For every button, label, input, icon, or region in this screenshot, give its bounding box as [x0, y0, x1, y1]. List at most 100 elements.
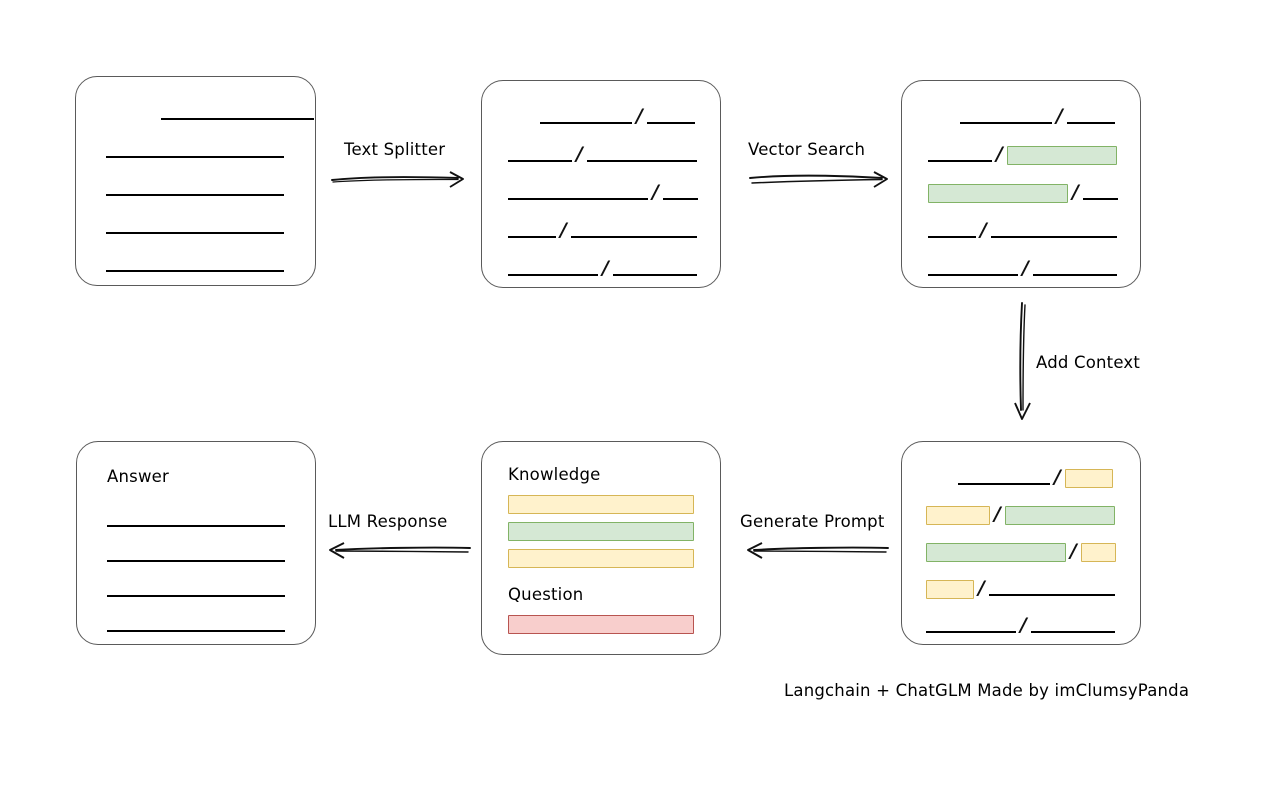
document-row: / [928, 180, 1118, 203]
chunk-separator-slash: / [1022, 256, 1029, 279]
arrow-vector-search: Vector Search [748, 140, 893, 190]
card-answer[interactable]: Answer [76, 441, 316, 645]
text-line-segment [508, 274, 598, 276]
text-line-segment [960, 122, 1052, 124]
arrow-llm-response-label: LLM Response [328, 512, 448, 531]
arrow-vector-search-label: Vector Search [748, 140, 866, 159]
prompt-knowledge-bars [482, 442, 720, 654]
document-row [107, 615, 285, 635]
text-line-segment [926, 631, 1016, 633]
chunk-separator-slash: / [1020, 613, 1027, 636]
highlighted-chunk-yellow [926, 579, 974, 599]
arrow-llm-response: LLM Response [320, 512, 472, 562]
arrow-generate-prompt-shaft [747, 542, 889, 559]
text-line-segment [106, 270, 284, 272]
document-row: / [928, 104, 1115, 127]
arrow-vector-search-shaft [749, 171, 888, 188]
card-source-document[interactable] [75, 76, 316, 286]
vector-match-lines: ///// [902, 81, 1140, 287]
document-row [106, 179, 284, 199]
footer-credit: Langchain + ChatGLM Made by imClumsyPand… [784, 681, 1190, 700]
arrow-generate-prompt: Generate Prompt [738, 512, 890, 562]
document-row: / [928, 142, 1117, 165]
chunk-separator-slash: / [1072, 180, 1079, 203]
card-split-chunks[interactable]: / / / / / [481, 80, 721, 288]
chunk-separator-slash: / [636, 104, 643, 127]
prompt-bar-green [508, 522, 694, 541]
prompt-knowledge-label: Knowledge [508, 465, 601, 484]
text-line-segment [586, 160, 697, 162]
document-row [106, 103, 314, 123]
highlighted-chunk-yellow [1080, 542, 1116, 562]
document-row [107, 545, 285, 565]
card-context-chunks[interactable]: / / / / / [901, 441, 1141, 645]
arrow-add-context: Add Context [1008, 300, 1188, 425]
highlighted-chunk-green [928, 183, 1068, 203]
document-row: / [508, 256, 697, 279]
text-line-segment [508, 160, 572, 162]
arrow-add-context-label: Add Context [1036, 353, 1141, 372]
arrow-text-splitter: Text Splitter [330, 140, 470, 190]
text-line-segment [107, 595, 285, 597]
chunk-separator-slash: / [1056, 104, 1063, 127]
text-line-segment [570, 236, 697, 238]
arrow-text-splitter-shaft [331, 171, 464, 188]
prompt-question-bars [482, 442, 720, 654]
chunk-separator-slash: / [994, 502, 1001, 525]
highlighted-chunk-yellow [926, 505, 990, 525]
document-row [106, 217, 284, 237]
document-row: / [926, 613, 1115, 636]
document-row: / [926, 467, 1113, 488]
document-row: / [926, 502, 1115, 525]
arrow-llm-response-shaft [329, 542, 471, 559]
document-row [106, 255, 284, 275]
card-prompt[interactable]: Knowledge Question [481, 441, 721, 655]
text-line-segment [508, 236, 556, 238]
arrow-add-context-shaft [1014, 302, 1031, 420]
document-row: / [926, 576, 1115, 599]
card-vector-matches[interactable]: ///// [901, 80, 1141, 288]
prompt-bar-yellow [508, 549, 694, 568]
text-line-segment [662, 198, 698, 200]
chunk-lines: / / / / / [482, 81, 720, 287]
document-row: / [508, 182, 698, 203]
highlighted-chunk-yellow [1064, 468, 1113, 488]
chunk-separator-slash: / [996, 142, 1003, 165]
chunk-separator-slash: / [1070, 539, 1077, 562]
text-line-segment [1082, 198, 1118, 200]
text-line-segment [106, 194, 284, 196]
text-line-segment [1032, 274, 1117, 276]
text-line-segment [106, 156, 284, 158]
text-line-segment [1030, 631, 1115, 633]
text-line-segment [1066, 122, 1115, 124]
text-line-segment [990, 236, 1117, 238]
prompt-question-label: Question [508, 585, 584, 604]
highlighted-chunk-green [926, 542, 1066, 562]
document-row: / [928, 256, 1117, 279]
document-row: / [508, 142, 697, 165]
document-row [106, 141, 284, 161]
text-line-segment [161, 118, 314, 120]
chunk-separator-slash: / [576, 142, 583, 165]
text-line-segment [106, 232, 284, 234]
text-line-segment [612, 274, 697, 276]
document-row: / [508, 218, 697, 241]
text-line-segment [107, 525, 285, 527]
text-line-segment [107, 560, 285, 562]
document-lines [76, 77, 315, 285]
arrow-text-splitter-label: Text Splitter [344, 140, 446, 159]
prompt-bar-yellow [508, 495, 694, 514]
chunk-separator-slash: / [602, 256, 609, 279]
context-chunk-lines: / / / / / [902, 442, 1140, 644]
text-line-segment [540, 122, 632, 124]
prompt-bar-red [508, 615, 694, 634]
highlighted-chunk-green [1004, 505, 1115, 525]
document-row [107, 580, 285, 600]
highlighted-chunk-green [1006, 145, 1117, 165]
chunk-separator-slash: / [560, 218, 567, 241]
document-row [107, 510, 285, 530]
text-line-segment [107, 630, 285, 632]
chunk-separator-slash: / [978, 576, 985, 599]
text-line-segment [508, 198, 648, 200]
